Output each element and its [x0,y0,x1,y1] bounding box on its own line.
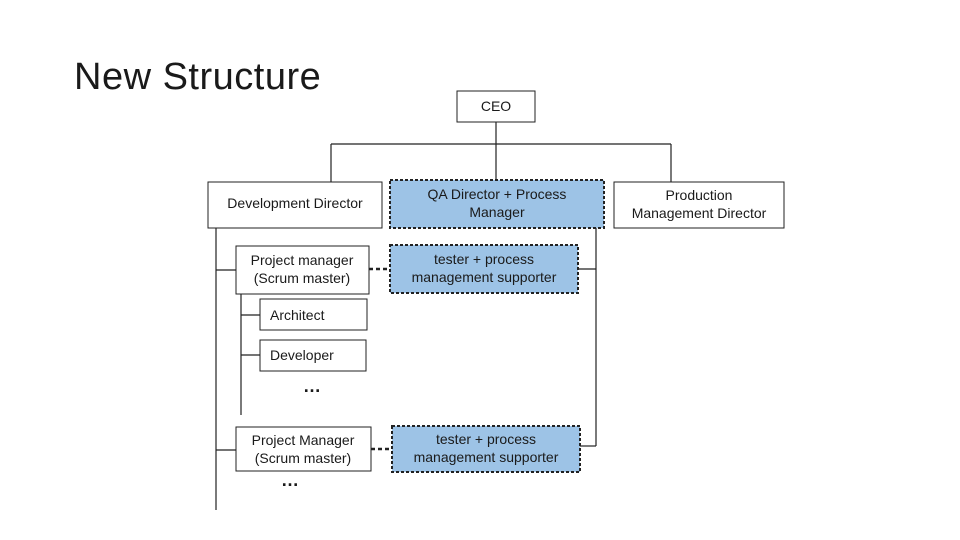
node-ceo: CEO [456,90,536,123]
qa-director-label-line1: QA Director + Process [428,186,567,202]
ceo-label: CEO [481,98,511,114]
tester-2-label-line2: management supporter [414,449,559,465]
node-project-manager-1: Project manager (Scrum master) [235,245,370,295]
tester-1-label-line2: management supporter [412,269,557,285]
ellipsis-1: … [303,376,321,396]
production-director-label-line1: Production [666,187,733,203]
qa-director-label-line2: Manager [469,204,525,220]
node-tester-1: tester + process management supporter [389,244,579,294]
node-project-manager-2: Project Manager (Scrum master) [235,426,372,472]
project-manager-1-label-line2: (Scrum master) [254,270,350,286]
tester-2-label-line1: tester + process [436,431,536,447]
node-developer: Developer [259,339,367,372]
node-qa-director: QA Director + Process Manager [389,179,605,229]
developer-label: Developer [270,347,334,363]
page-title: New Structure [74,56,322,98]
architect-label: Architect [270,307,325,323]
project-manager-2-label-line2: (Scrum master) [255,450,351,466]
node-architect: Architect [259,298,368,331]
node-production-director: Production Management Director [613,181,785,229]
node-development-director: Development Director [207,181,383,229]
tester-1-label-line1: tester + process [434,251,534,267]
node-tester-2: tester + process management supporter [391,425,581,473]
ellipsis-2: … [281,470,299,490]
development-director-label: Development Director [227,195,363,211]
project-manager-1-label-line1: Project manager [251,252,354,268]
production-director-label-line2: Management Director [632,205,767,221]
project-manager-2-label-line1: Project Manager [252,432,355,448]
